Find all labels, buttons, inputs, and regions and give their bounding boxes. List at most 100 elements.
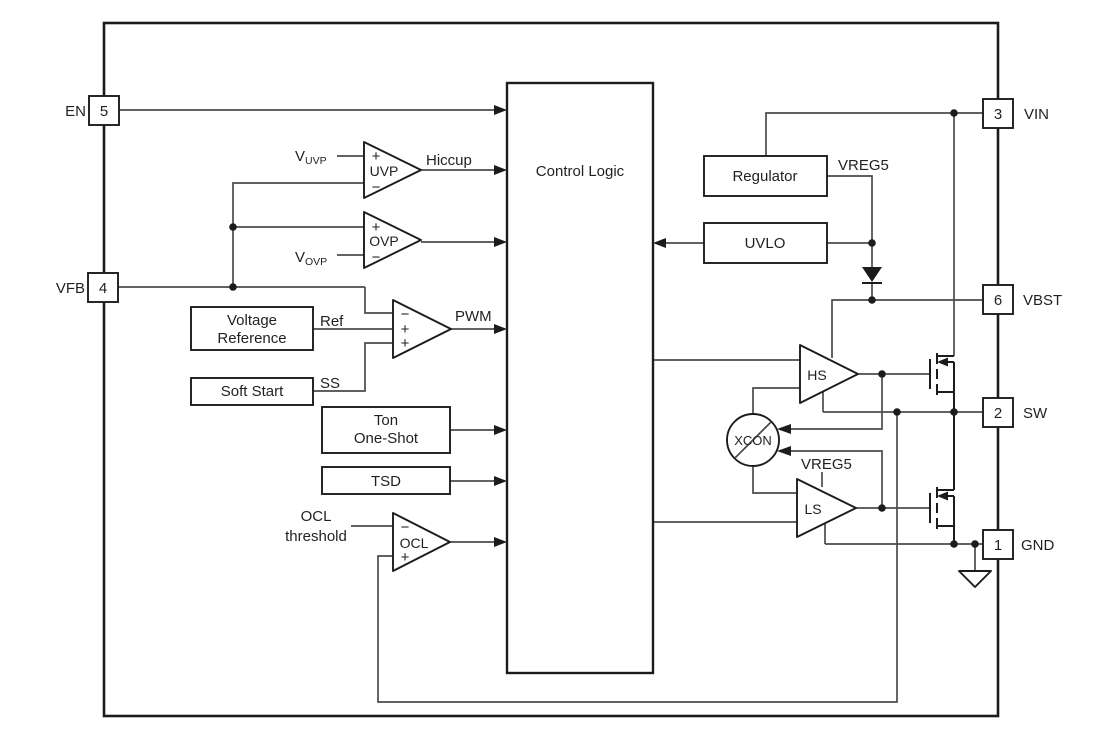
pin-label-gnd: GND <box>1021 537 1055 554</box>
arrow-pwm <box>494 324 507 334</box>
ref-label: Ref <box>320 313 344 330</box>
arrow-tsd <box>494 476 507 486</box>
ovp-label: OVP <box>369 233 399 249</box>
arrow-en <box>494 105 507 115</box>
voltage-reference-line1: Voltage <box>227 312 277 329</box>
wire-vin-to-regulator <box>765 112 983 156</box>
vreg5-top-label: VREG5 <box>838 157 889 174</box>
pin-label-vbst: VBST <box>1023 292 1062 309</box>
pin-box-vbst <box>982 284 1014 315</box>
block-control-logic: Control Logic <box>505 81 655 675</box>
pin-number-sw: 2 <box>994 405 1002 422</box>
high-side-mosfet <box>929 352 955 396</box>
ocl-minus-sign: − <box>401 519 410 536</box>
pin-number-gnd: 1 <box>994 537 1002 554</box>
pin-number-vin: 3 <box>994 106 1002 123</box>
wire-hs-gate-sense <box>790 374 883 430</box>
vovp-label: VOVP <box>295 249 327 268</box>
ocl-threshold-line1: OCL <box>301 508 332 525</box>
pin-box-en <box>88 95 120 126</box>
pwm-minus-sign: − <box>401 306 410 323</box>
block-soft-start: Soft Start <box>190 377 314 406</box>
low-side-mosfet <box>929 486 955 530</box>
ovp-plus-sign: + <box>372 219 381 236</box>
ground-symbol <box>958 570 992 588</box>
block-regulator: Regulator <box>703 155 828 197</box>
uvp-plus-sign: + <box>372 148 381 165</box>
diode-anode-triangle <box>862 267 882 282</box>
pin-label-vin: VIN <box>1024 106 1049 123</box>
pwm-plus2-sign: + <box>401 335 410 352</box>
bootstrap-diode <box>862 267 882 284</box>
vreg5-ls-label: VREG5 <box>801 456 852 473</box>
hiccup-label: Hiccup <box>426 152 472 169</box>
ton-one-shot-line1: Ton <box>374 412 398 429</box>
wire-vfb-riser <box>232 182 364 287</box>
wire-ss <box>313 342 393 392</box>
xcon-label: XCON <box>734 433 772 448</box>
block-uvlo: UVLO <box>703 222 828 264</box>
arrow-ocl <box>494 537 507 547</box>
tsd-label: TSD <box>371 473 401 490</box>
uvlo-label: UVLO <box>745 235 786 252</box>
arrow-uvlo <box>653 238 666 248</box>
uvp-minus-sign: − <box>372 179 381 196</box>
control-logic-label: Control Logic <box>536 163 625 180</box>
hs-label: HS <box>807 367 826 383</box>
block-ton-one-shot: Ton One-Shot <box>321 406 451 454</box>
ls-label: LS <box>804 501 821 517</box>
regulator-label: Regulator <box>732 168 797 185</box>
wire-ls-gate-sense <box>790 450 883 508</box>
pin-en: 5 EN <box>65 95 120 126</box>
ic-boundary <box>102 21 1000 718</box>
ss-label: SS <box>320 375 340 392</box>
driver-hs: HS <box>799 344 859 404</box>
ton-one-shot-line2: One-Shot <box>354 430 419 447</box>
ovp-minus-sign: − <box>372 249 381 266</box>
uvp-label: UVP <box>370 163 399 179</box>
pin-box-vfb <box>87 272 119 303</box>
ocl-threshold-line2: threshold <box>285 528 347 545</box>
wire-regulator-vreg5 <box>827 175 873 267</box>
arrow-xcon-top <box>777 424 791 434</box>
xcon-block: XCON <box>726 413 780 467</box>
pin-box-sw <box>982 397 1014 428</box>
ocl-label: OCL <box>400 535 429 551</box>
pin-number-en: 5 <box>100 103 108 120</box>
pin-gnd: 1 GND <box>982 529 1055 560</box>
pin-vfb: 4 VFB <box>56 272 119 303</box>
ocl-plus-sign: + <box>401 549 410 566</box>
driver-ls: LS <box>796 478 857 538</box>
soft-start-label: Soft Start <box>221 383 284 400</box>
arrow-hiccup <box>494 165 507 175</box>
comparator-ocl: − OCL + <box>392 512 451 572</box>
arrow-xcon-bottom <box>777 446 791 456</box>
wire-xcon-to-hs <box>752 387 800 414</box>
wire-xcon-to-ls <box>752 466 797 494</box>
arrow-ovp <box>494 237 507 247</box>
wire-ocl-feedback-loop <box>377 412 898 703</box>
arrow-ton <box>494 425 507 435</box>
comparator-ovp: + OVP − <box>363 211 422 269</box>
arrowheads <box>494 105 791 547</box>
pin-number-vbst: 6 <box>994 292 1002 309</box>
signal-labels: VUVP VOVP Hiccup PWM Ref SS VREG5 VREG5 … <box>285 148 889 545</box>
pin-vbst: 6 VBST <box>982 284 1062 315</box>
pwm-plus1-sign: + <box>401 321 410 338</box>
pin-sw: 2 SW <box>982 397 1048 428</box>
pin-label-en: EN <box>65 103 86 120</box>
pwm-label: PWM <box>455 308 492 325</box>
pin-number-vfb: 4 <box>99 280 107 297</box>
voltage-reference-line2: Reference <box>217 330 286 347</box>
block-tsd: TSD <box>321 466 451 495</box>
comparator-pwm: − + + <box>392 299 452 359</box>
pin-label-vfb: VFB <box>56 280 85 297</box>
vuvp-label: VUVP <box>295 148 327 167</box>
wire-vfb-to-pwm-minus <box>364 287 393 314</box>
comparator-uvp: + UVP − <box>363 141 422 199</box>
pin-box-gnd <box>982 529 1014 560</box>
pin-label-sw: SW <box>1023 405 1048 422</box>
block-voltage-reference: Voltage Reference <box>190 306 314 351</box>
